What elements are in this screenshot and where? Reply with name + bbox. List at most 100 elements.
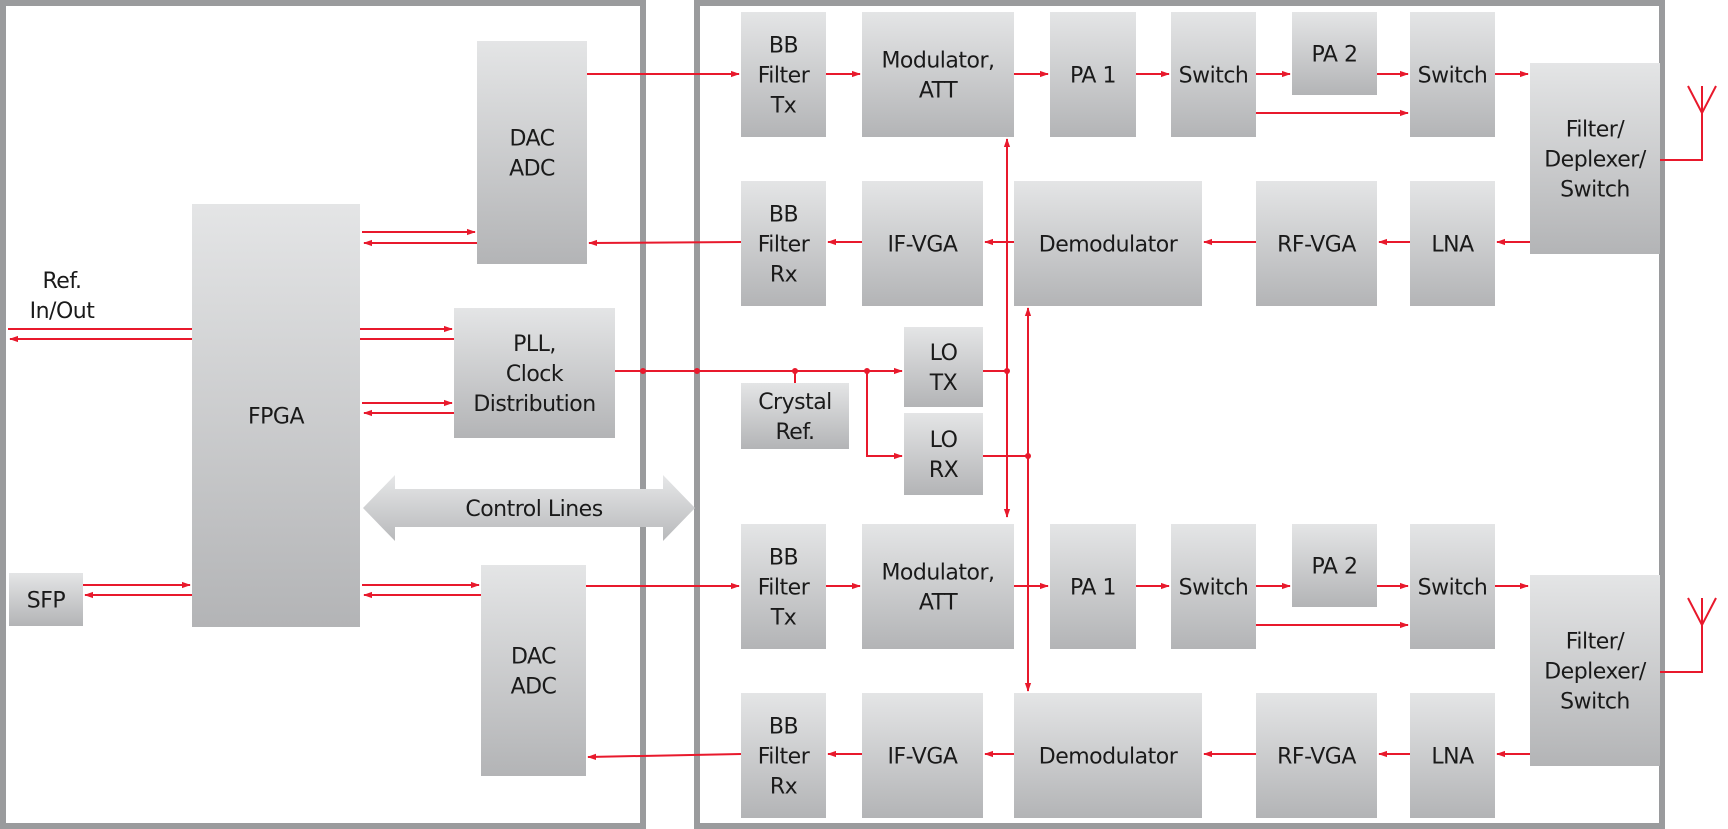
junction-dot [694,368,700,374]
pll-clock-block-box [454,308,615,438]
ch2-switch-2-label-line: Switch [1418,576,1488,601]
ch1-bb-filter-rx-label-line: BB [769,203,798,228]
ch1-bb-filter-tx-label-line: Filter [758,64,811,89]
ch2-pa2-box [1292,524,1377,607]
crystal-ref-block-label-line: Ref. [776,420,815,445]
rf-board-frame [694,0,1665,829]
lo-tx-block: LO TX [904,327,983,407]
ch1-rf-vga-label-line: RF-VGA [1277,233,1356,258]
ch1-pa1-box [1050,12,1136,137]
ch2-rf-vga: RF-VGA [1256,693,1377,818]
ch1-bb-filter-tx-box [741,12,826,137]
ch2-modulator-att-label-line: ATT [919,591,958,616]
ch1-switch-2-label-line: Switch [1418,64,1488,89]
dac-adc-top-block-box [477,41,587,264]
ch1-if-vga: IF-VGA [862,181,983,306]
ch2-switch-1-label-line: Switch [1179,576,1249,601]
ch2-switch-1: Switch [1171,524,1256,649]
ch1-switch-1-box [1171,12,1256,137]
lo-tx-block-label-line: LO [930,341,958,366]
pll-clock-block-label-line: PLL, [513,332,556,357]
ch2-if-vga-label-line: IF-VGA [888,745,958,770]
control-lines-arrow: Control Lines [363,475,695,541]
fpga-block-label-line: FPGA [248,405,304,430]
lo-tx-block-label-line: TX [929,371,958,396]
dac-adc-bottom-block-label-line: ADC [511,675,557,700]
ch1-switch-2: Switch [1410,12,1495,137]
ch2-frontend-filter-box [1530,575,1660,766]
ch1-frontend-filter-box [1530,63,1660,254]
ref-in-out-label-line: Ref. [43,269,82,294]
sfp-block: SFP [9,573,83,626]
ch1-rf-vga-box [1256,181,1377,306]
ch2-pa2-label-line: PA 2 [1312,555,1358,580]
dac-adc-top-block-label-line: ADC [509,157,555,182]
dac-adc-bottom-block-box [481,565,586,776]
ch2-bb-filter-tx-box [741,524,826,649]
ch1-pa2-box [1292,12,1377,95]
ch2-bb-filter-rx-label-line: Rx [770,775,798,800]
ch1-if-vga-box [862,181,983,306]
ch1-rf-vga: RF-VGA [1256,181,1377,306]
ch2-frontend-filter: Filter/Deplexer/Switch [1530,575,1660,766]
ch2-modulator-att-label-line: Modulator, [881,561,994,586]
sfp-block-label-line: SFP [27,589,66,614]
ch2-bb-rx-to-dac [587,753,742,760]
ch2-pa1: PA 1 [1050,524,1136,649]
ch1-bb-filter-tx-label-line: Tx [770,94,797,119]
ref-in-out-label-line: In/Out [30,299,96,324]
lo-rx-block-label-line: LO [930,428,958,453]
ch2-bb-filter-rx-label-line: Filter [758,745,811,770]
ch1-modulator-att: Modulator,ATT [862,12,1014,137]
double-arrow-shape [363,475,695,541]
antenna-icon [1687,597,1717,628]
ch1-demodulator-box [1014,181,1202,306]
dac-adc-top-block-label-line: DAC [509,127,554,152]
ch2-bb-filter-tx-label-line: Tx [770,606,797,631]
lo-rx-block-label-line: RX [929,458,959,483]
ch1-modulator-att-label-line: ATT [919,79,958,104]
ch1-bb-filter-rx-label-line: Filter [758,233,811,258]
digital-board-frame [0,0,646,829]
ch1-demodulator-label-line: Demodulator [1039,233,1179,258]
ch2-switch-2: Switch [1410,524,1495,649]
ch1-switch-2-box [1410,12,1495,137]
ch1-frontend-filter-label-line: Filter/ [1566,118,1625,143]
crystal-ref-block-label-line: Crystal [758,390,832,415]
lo-tx-block-box [904,327,983,407]
control-lines-label: Control Lines [465,497,602,522]
ch1-modulator-att-box [862,12,1014,137]
junction-dot [640,368,646,374]
ch2-if-vga-box [862,693,983,818]
ch1-switch-1-label-line: Switch [1179,64,1249,89]
clock-to-lo-rx [866,371,903,460]
sfp-block-box [9,573,83,626]
antenna-icon [1687,85,1717,116]
ch1-switch-1: Switch [1171,12,1256,137]
dac-adc-bottom-block-label-line: DAC [511,645,556,670]
ch1-pa1-label-line: PA 1 [1070,64,1116,89]
ch2-pa2: PA 2 [1292,524,1377,607]
ch2-lna-label-line: LNA [1431,745,1474,770]
lo-rx-block-box [904,413,983,495]
crystal-ref-block-box [741,383,849,449]
ch2-lna-box [1410,693,1495,818]
ch1-pa1: PA 1 [1050,12,1136,137]
junction-dot [864,368,870,374]
ch1-if-vga-label-line: IF-VGA [888,233,958,258]
ch1-frontend-filter-label-line: Switch [1560,178,1630,203]
ch1-lna-label-line: LNA [1431,233,1474,258]
ch1-bb-filter-rx-box [741,181,826,306]
dac-adc-bottom-block: DAC ADC [481,565,586,776]
ch2-bb-filter-rx-label-line: BB [769,715,798,740]
labels: Ref. In/Out [30,269,96,324]
ch2-switch-1-box [1171,524,1256,649]
ch2-modulator-att: Modulator, ATT [862,524,1014,649]
ch2-demodulator-box [1014,693,1202,818]
